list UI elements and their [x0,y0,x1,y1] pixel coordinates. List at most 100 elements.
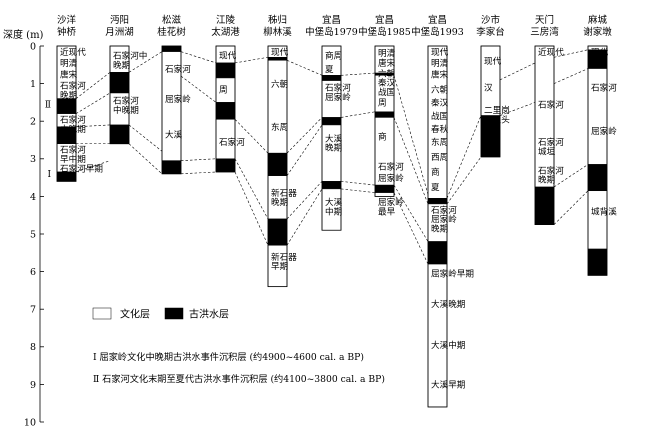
culture-layer [267,60,288,154]
period-label: 汉 [484,83,493,94]
legend-culture-label: 文化层 [120,308,150,321]
period-label: 石家河 [538,98,564,110]
period-label: 西周 [431,152,448,163]
correlation-line [286,117,323,154]
correlation-line [75,124,111,128]
correlation-lines [75,49,589,265]
column-frame [161,45,182,175]
period-label: 早期 [271,261,288,272]
flood-layer [427,198,448,205]
site-name: 秭归 [268,14,287,26]
correlation-line [234,119,269,154]
period-label: 大溪 [165,129,183,141]
period-label: 现代 [219,51,237,62]
depth-tick-label: 9 [30,380,36,391]
period-label: 唐宋 [431,68,449,80]
period-label: 石家河 [538,136,564,148]
period-label: 屈家岭 [165,93,191,105]
period-label: 中晚期 [60,123,86,135]
correlation-line [180,75,217,103]
period-label: 晚期 [431,224,448,235]
site-subname: 谢家墩 [583,26,612,38]
period-label: 大溪中期 [431,339,465,351]
flood-layer [427,241,448,265]
period-label: 中期 [325,206,342,218]
depth-tick-label: 1 [30,79,36,90]
period-label: 大溪 [325,132,343,144]
culture-layer [374,192,395,197]
depth-tick-label: 3 [30,154,36,165]
site-subname: 中堡岛1985 [358,26,411,38]
site-name: 松滋 [162,14,182,26]
correlation-line [393,117,429,205]
site-columns: 沙洋钟桥近现代明清唐宋石家河晚期石家河中晚期石家河早中期石家河早期沔阳月洲湖石家… [56,14,617,408]
column-frame [427,45,448,408]
period-label: 六朝 [431,83,448,95]
correlation-line [446,115,482,199]
period-label: 屈家岭早期 [431,268,474,280]
period-label: 石家河 [431,204,457,216]
column-frame [587,45,608,276]
correlation-line [234,158,269,220]
flood-layer [321,181,342,190]
period-label: 周 [219,84,228,95]
period-label: 晚期 [113,60,130,71]
depth-tick-label: 8 [30,342,36,353]
correlation-line [75,160,111,173]
depth-axis-title: 深度 (m) [3,28,44,41]
event-marker: Ⅱ [45,100,51,110]
period-label: 石家河 [325,82,351,94]
period-label: 屈家岭 [431,213,457,225]
period-label: 明清 [60,57,78,69]
period-label: 商周 [325,50,342,62]
period-label: 屈家岭 [325,91,351,103]
depth-tick-label: 6 [30,267,36,278]
column-frame [534,45,555,226]
period-label: 商 [378,130,387,142]
legend-flood-label: 古洪水层 [189,308,229,321]
flood-layer [587,248,608,276]
legend-culture-swatch [92,307,112,320]
correlation-line [75,92,111,114]
period-label: 六朝 [271,78,288,90]
period-label: 现代 [431,47,449,58]
site-subname: 太湖港 [211,26,240,38]
period-label: 石家河 [538,164,564,176]
depth-tick-label: 2 [30,117,36,128]
correlation-line [340,111,376,118]
period-label: 夏 [431,182,440,193]
depth-tick-label: 7 [30,305,36,316]
period-label: 战国 [431,111,448,122]
period-label: 商 [431,166,440,178]
period-label: 晚期 [538,175,555,186]
correlation-line [286,181,323,220]
period-label: 近现代 [60,46,86,58]
correlation-line [128,124,163,152]
period-label: 石家河 [60,144,86,156]
period-label: 周 [378,98,387,109]
site-subname: 月洲湖 [105,27,134,38]
flood-layer [374,111,395,118]
period-label: 明清 [378,47,396,59]
correlation-line [180,158,217,161]
correlation-line [553,164,589,188]
legend: 文化层 古洪水层 [92,307,229,321]
site-name: 江陵 [216,15,236,26]
period-label: 屈家岭 [378,196,404,208]
period-label: 石家河中 [113,50,147,62]
period-label: 新石器 [271,251,297,263]
site-subname: 三房湾 [530,26,559,38]
period-label: 二里岗 [484,105,510,116]
site-subname: 中堡岛1993 [411,26,464,38]
flood-layer [321,75,342,81]
